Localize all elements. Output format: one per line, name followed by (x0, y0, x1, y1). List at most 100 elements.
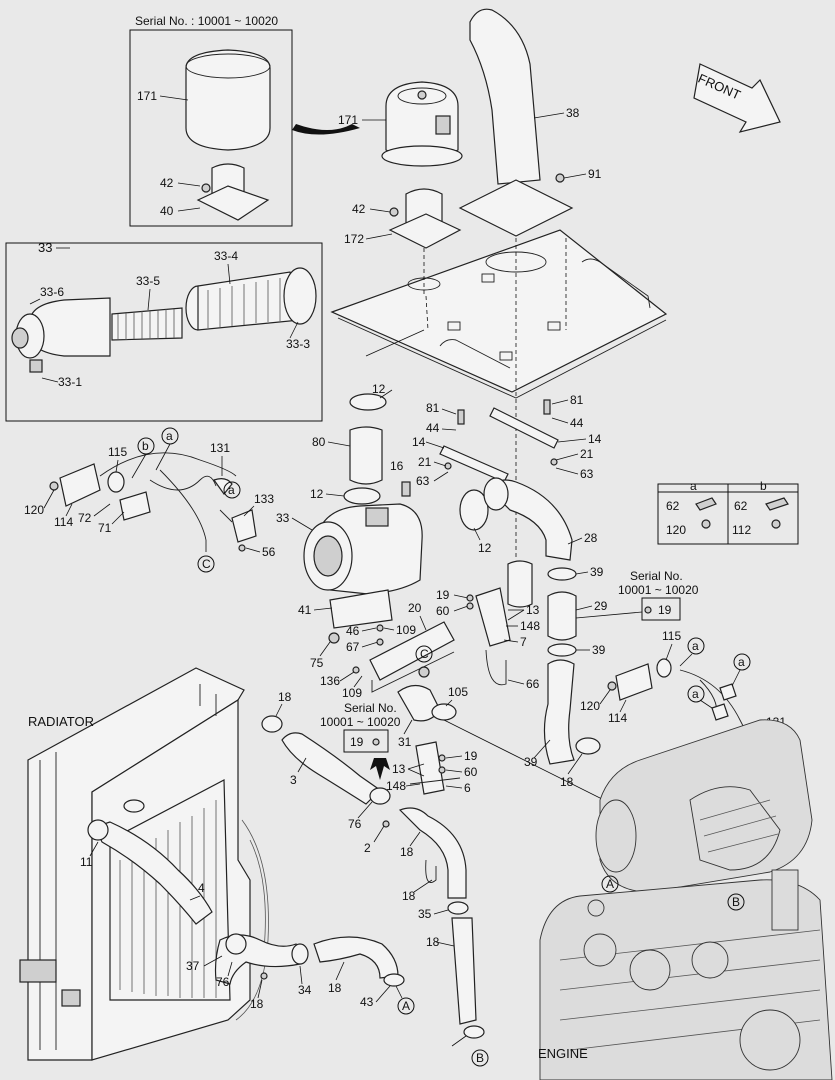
label-40-inset: 40 (160, 204, 174, 218)
label-67: 67 (346, 640, 360, 654)
inset-air-cleaner: 33 (5, 240, 323, 422)
label-46: 46 (346, 624, 360, 638)
label-33-main: 33 (276, 511, 290, 525)
label-33-3: 33-3 (286, 337, 310, 351)
label-35: 4 (198, 881, 205, 895)
right-wiring (607, 658, 771, 753)
label-18-g: 43 (360, 995, 374, 1009)
serial-mid-part: 19 (350, 735, 364, 749)
engine-label: ENGINE (538, 1046, 588, 1061)
label-3: 3 (290, 773, 297, 787)
inset-33-labels: 33-4 33-5 33-6 33-3 33-1 (29, 249, 310, 389)
label-34: 18 (328, 981, 342, 995)
callout-a-mid-text: a (228, 483, 235, 497)
engine-labels: ENGINE A B (538, 875, 745, 1061)
label-109-a: 109 (396, 623, 416, 637)
label-18-b: 76 (348, 817, 362, 831)
label-60-b: 60 (464, 765, 478, 779)
label-16: 16 (390, 459, 404, 473)
legend-a-item-1: 62 (666, 499, 680, 513)
label-12-mid: 12 (310, 487, 324, 501)
label-136: 136 (320, 674, 340, 688)
legend-col-b: b (760, 479, 767, 493)
label-21-right: 21 (580, 447, 594, 461)
label-33-4: 33-4 (214, 249, 238, 263)
label-91: 91 (588, 167, 602, 181)
label-11: 18 (402, 889, 416, 903)
label-66: 66 (526, 677, 540, 691)
label-12-right: 12 (478, 541, 492, 555)
label-81-right: 81 (570, 393, 584, 407)
callout-a-radiator-text: A (402, 999, 410, 1013)
front-arrow: FRONT (693, 63, 781, 133)
label-131-left: 131 (210, 441, 230, 455)
top-assembly (330, 8, 668, 560)
label-29: 29 (594, 599, 608, 613)
callout-b-radiator-text: B (476, 1051, 484, 1065)
label-172: 172 (344, 232, 364, 246)
callout-c-left (197, 555, 215, 573)
serial-right-line2: 10001 ~ 10020 (618, 583, 699, 597)
label-148-a: 148 (520, 619, 540, 633)
label-39-top: 39 (590, 565, 604, 579)
label-41: 41 (298, 603, 312, 617)
callout-a-radiator (397, 997, 415, 1015)
center-lower-labels: 28 39 19 60 13 148 29 7 41 46 109 67 20 … (298, 531, 608, 789)
legend-table: a b 62 120 62 112 (657, 479, 799, 545)
label-71: 71 (98, 521, 112, 535)
label-12-top: 12 (372, 382, 386, 396)
label-72: 72 (78, 511, 92, 525)
label-44-right: 44 (570, 416, 584, 430)
callout-b-engine (727, 893, 745, 911)
label-133: 133 (254, 492, 274, 506)
label-18-a: 18 (278, 690, 292, 704)
label-120-left: 120 (24, 503, 44, 517)
label-27: 39 (524, 755, 538, 769)
callout-a-right-1 (687, 637, 705, 655)
legend-b-item-2: 112 (732, 523, 751, 537)
left-wiring-labels: 115 b a 131 120 114 72 71 a 133 56 C (24, 427, 276, 573)
label-114-right: 114 (608, 711, 627, 725)
radiator-assembly (19, 667, 485, 1061)
callout-b-left-text: b (142, 439, 149, 453)
label-14-left: 14 (412, 435, 426, 449)
center-labels: 12 81 44 81 44 80 14 14 21 21 63 63 16 1… (310, 382, 602, 555)
engine-assembly (539, 719, 833, 1080)
label-115-left: 115 (108, 445, 127, 459)
label-120-right: 120 (580, 699, 600, 713)
label-44-left: 44 (426, 421, 440, 435)
callout-a-engine (601, 875, 619, 893)
center-assembly (303, 393, 605, 801)
label-171: 171 (338, 113, 358, 127)
label-148-b: 148 (386, 779, 406, 793)
radiator-label: RADIATOR (28, 714, 94, 729)
label-13-b: 13 (392, 762, 406, 776)
label-19-b: 19 (464, 749, 478, 763)
label-6: 6 (464, 781, 471, 795)
label-18-e: 37 (186, 959, 200, 973)
serial-right-line1: Serial No. (630, 569, 683, 583)
radiator-labels: RADIATOR 18 3 13 19 60 148 6 76 2 18 11 … (28, 690, 489, 1067)
callout-b-radiator (471, 1049, 489, 1067)
callout-a-right-1-text: a (692, 639, 699, 653)
label-63-left: 63 (416, 474, 430, 488)
label-31: 31 (398, 735, 412, 749)
label-114-left: 114 (54, 515, 73, 529)
legend-a-item-2: 120 (666, 523, 686, 537)
serial-right-part: 19 (658, 603, 672, 617)
label-28: 28 (584, 531, 598, 545)
inset-serial-text: Serial No. : 10001 ~ 10020 (135, 14, 278, 28)
label-63-right: 63 (580, 467, 594, 481)
serial-mid: Serial No. 10001 ~ 10020 19 (320, 701, 401, 780)
label-105: 105 (448, 685, 468, 699)
callout-a-right-3 (687, 685, 705, 703)
callout-b-engine-text: B (732, 895, 740, 909)
label-20: 20 (408, 601, 422, 615)
inset-top-labels: 171 42 40 (137, 89, 201, 218)
inset-33-title: 33 (38, 240, 52, 255)
label-33-1: 33-1 (58, 375, 82, 389)
label-39-mid: 39 (592, 643, 606, 657)
label-18-f: 34 (298, 983, 312, 997)
top-labels: 171 38 91 42 172 (338, 106, 602, 246)
